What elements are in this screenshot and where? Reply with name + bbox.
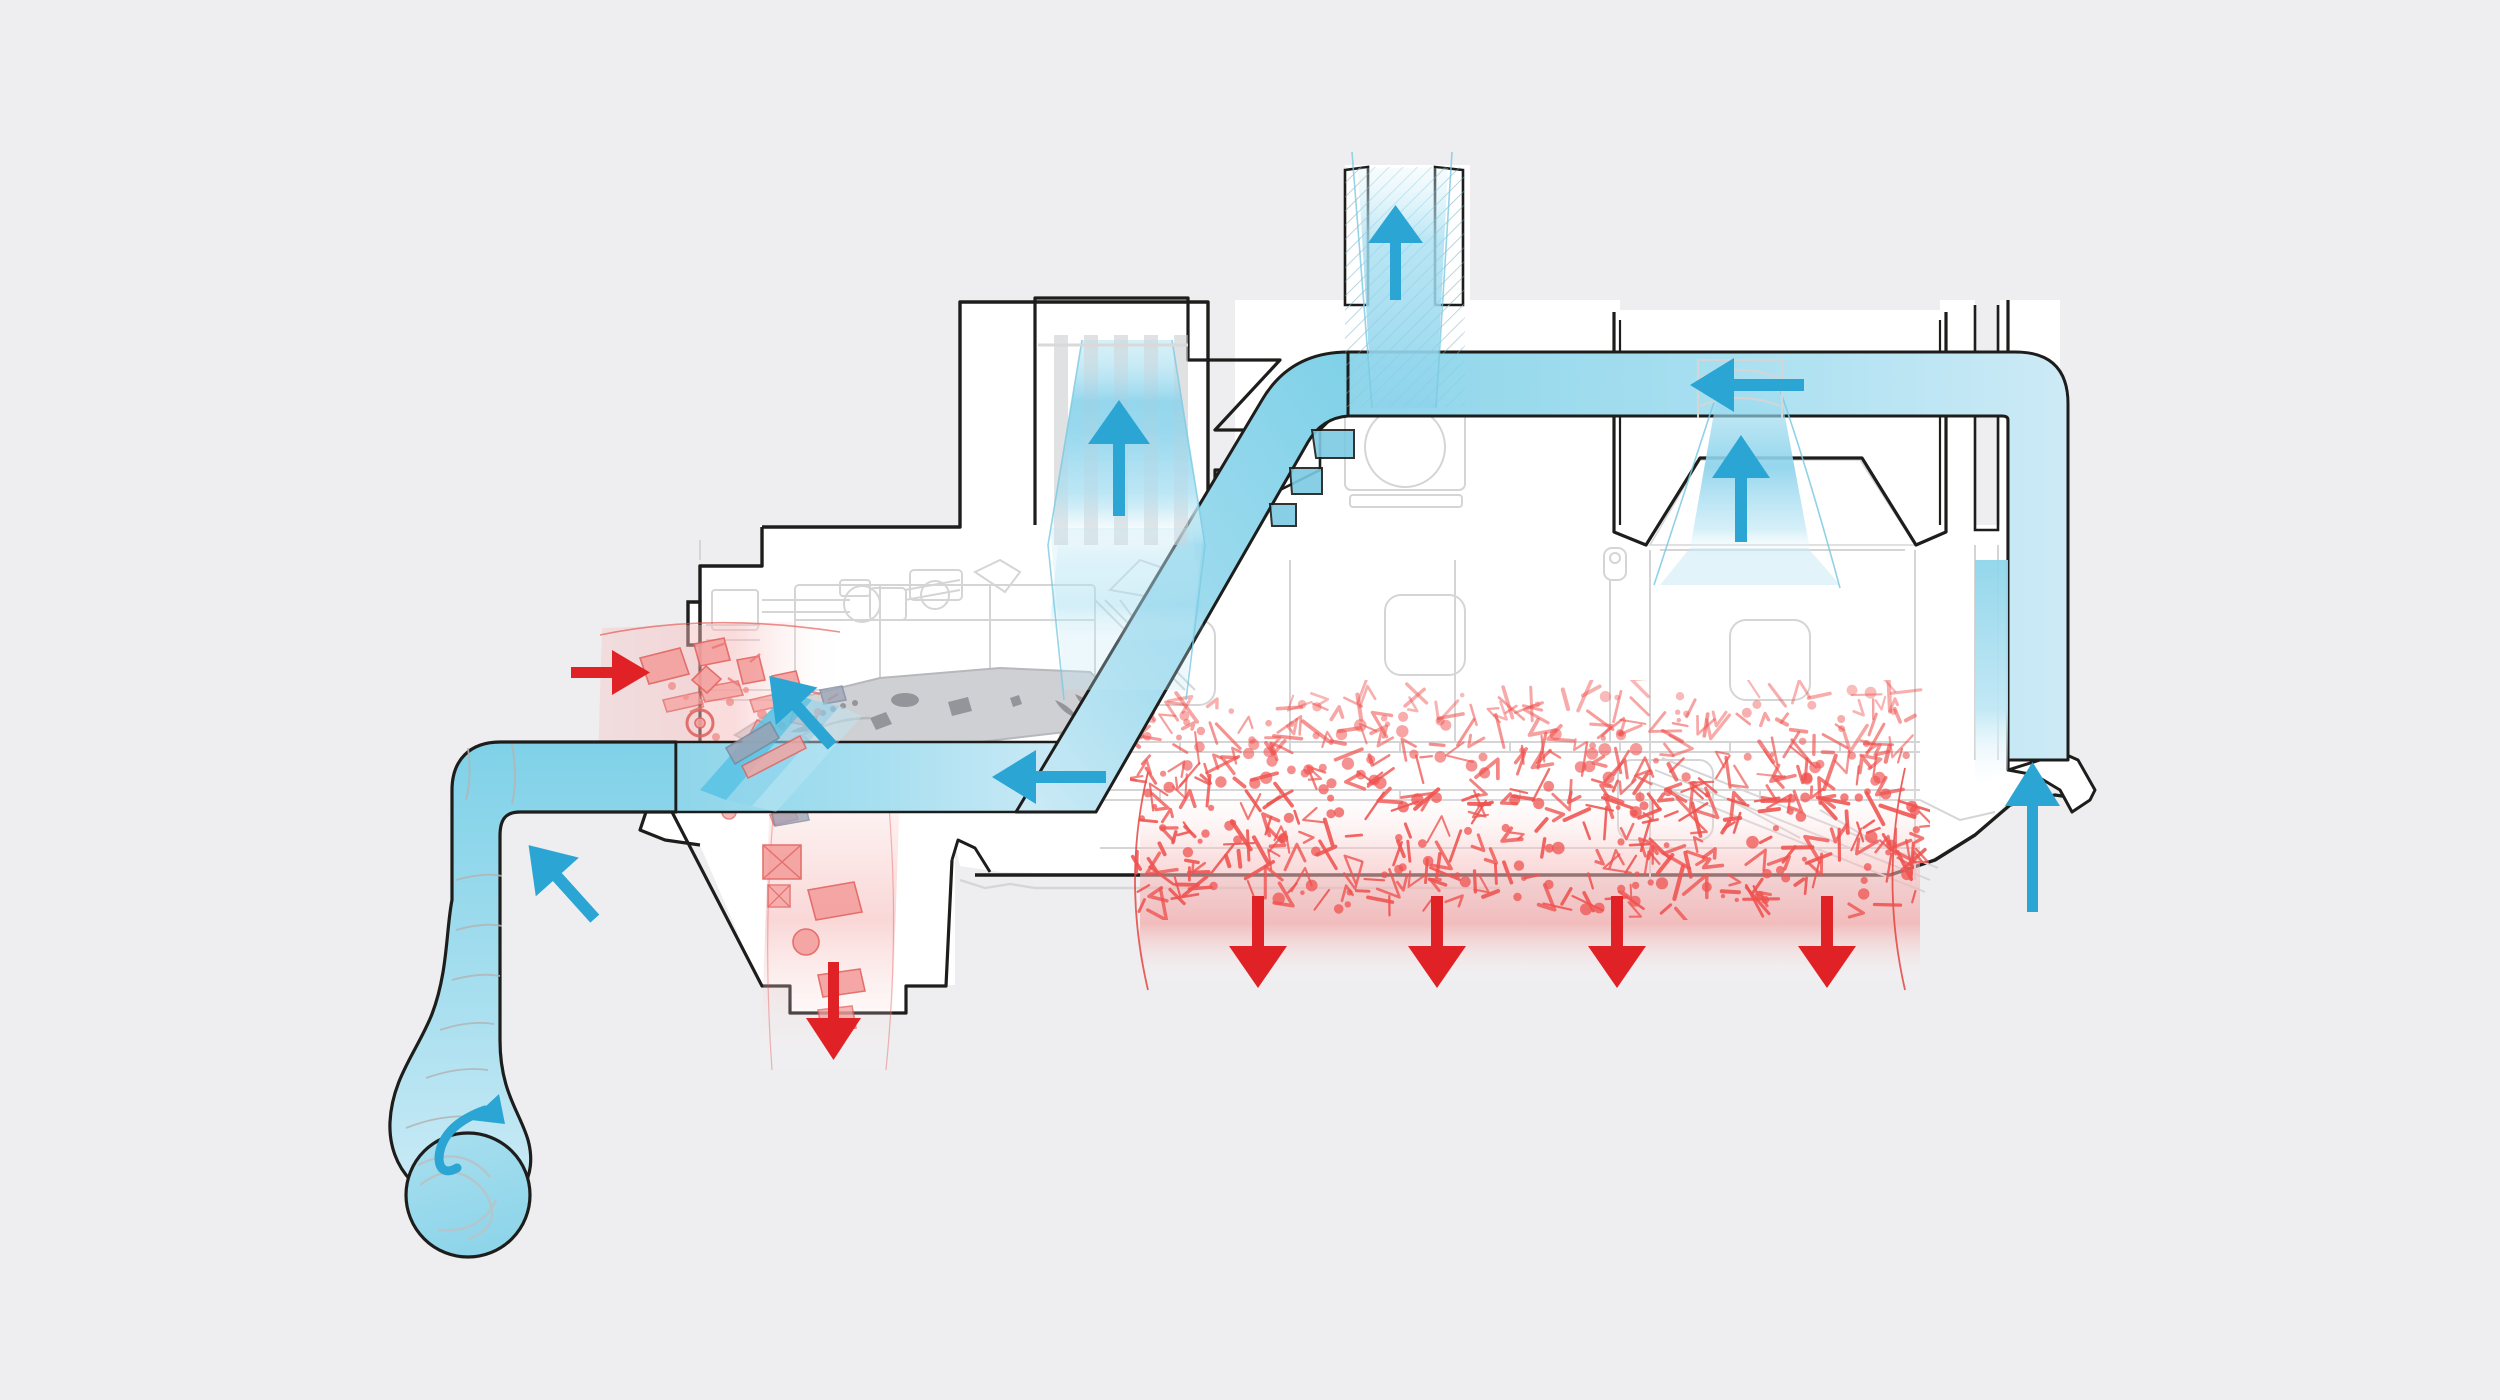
intake-hose-duct xyxy=(388,740,678,1212)
rear-discharge-haze-left-edge xyxy=(1134,771,1149,991)
airflow-arrow-drum xyxy=(769,675,837,750)
chaff-drop-haze-edge-r xyxy=(885,794,895,1071)
feeder-funnel-right-wall xyxy=(950,838,992,873)
material-arrow-chaff-drop xyxy=(806,962,861,1060)
drum-chute-blue-3 xyxy=(752,706,862,812)
material-arrow-discharge-4 xyxy=(1798,896,1856,988)
right-fan-plume-spread xyxy=(1660,548,1840,585)
grain-tank-left-wall xyxy=(762,300,1210,529)
airflow-arrow-rear-riser xyxy=(2005,762,2060,912)
engine-bay-outline xyxy=(698,527,764,602)
drum-chute-chunk-2 xyxy=(740,734,808,780)
material-arrow-intake-right xyxy=(571,650,650,695)
top-duct-corner-highlight xyxy=(2019,353,2067,756)
drum-chute-chunk-1 xyxy=(724,720,781,766)
exhaust-stack-plume-edge-r xyxy=(1435,151,1453,409)
intake-nozzle-ball-detail xyxy=(417,1155,498,1241)
airflow-arrow-intake-up xyxy=(528,845,600,923)
airflow-arrow-right-fan xyxy=(1712,435,1770,542)
material-arrow-discharge-2 xyxy=(1408,896,1466,988)
airflow-arrow-stack-top xyxy=(1368,205,1423,300)
fan-hinge-detail xyxy=(1603,547,1627,581)
left-fan-plume-spill-down xyxy=(1050,528,1204,690)
airflow-arrow-top-duct xyxy=(1690,358,1804,412)
left-fan-plume-spill xyxy=(1048,528,1205,640)
right-fan-edge-r xyxy=(1779,389,1841,589)
exhaust-stack-plume-edge-l xyxy=(1351,151,1373,409)
airflow-arrow-left-fan xyxy=(1088,400,1150,516)
material-arrow-discharge-3 xyxy=(1588,896,1646,988)
left-fan-edge-l xyxy=(1047,339,1083,701)
material-arrow-discharge-1 xyxy=(1229,896,1287,988)
rear-discharge-haze-right-edge xyxy=(1891,767,1906,991)
rear-riser-duct xyxy=(1975,560,2008,790)
left-fan-edge-r xyxy=(1171,339,1206,701)
exhaust-stack-hatch xyxy=(1345,167,1465,407)
airflow-arrows xyxy=(528,205,2060,923)
airflow-arrow-mid-duct xyxy=(992,750,1106,804)
material-arrows xyxy=(571,650,1856,1060)
duct-collar-wedges xyxy=(1268,429,1355,527)
right-fan-edge-l xyxy=(1653,389,1719,586)
chaff-drop-haze-edge-l xyxy=(767,794,776,1071)
intake-crop-particle-cloud xyxy=(638,637,839,746)
intake-haze-top-curve xyxy=(599,621,841,636)
airflow-arrow-nozzle-curl xyxy=(434,1094,505,1176)
